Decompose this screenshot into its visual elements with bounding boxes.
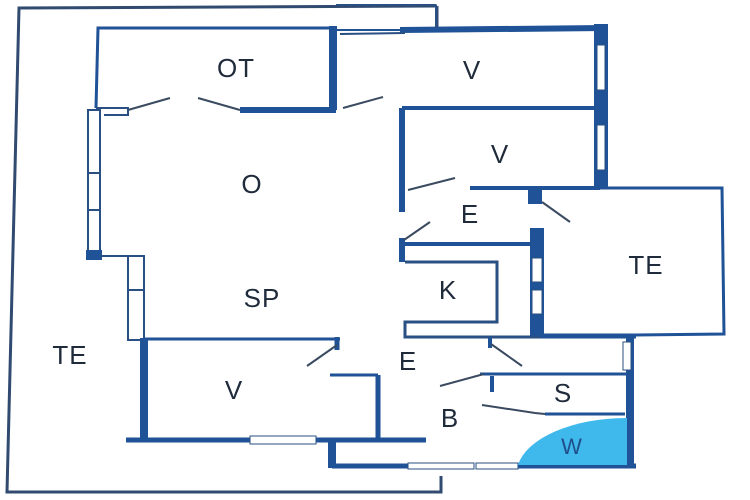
window-right-v — [594, 24, 608, 188]
room-label-k: K — [438, 275, 458, 305]
room-v-bottom-left-walls — [126, 337, 426, 445]
wardrobe-shape — [518, 417, 627, 465]
room-label-te-right: TE — [628, 250, 664, 280]
room-s-walls — [480, 333, 636, 468]
room-k-walls — [403, 260, 540, 339]
room-label-e-lower: E — [398, 346, 418, 376]
room-label-w: W — [561, 434, 583, 459]
room-label-te-left: TE — [52, 340, 88, 370]
room-ot-walls — [94, 26, 337, 113]
room-label-s: S — [553, 378, 573, 408]
door-swing — [342, 96, 384, 109]
room-e-upper-walls — [399, 238, 530, 262]
door-swing — [439, 343, 546, 415]
top-sill — [336, 4, 437, 35]
window-left-lower — [127, 255, 145, 341]
door-swing — [541, 201, 571, 223]
room-label-sp: SP — [243, 283, 281, 313]
door-swing — [407, 177, 456, 191]
window-left-upper — [86, 107, 145, 262]
room-label-v-bottom-left: V — [224, 375, 244, 405]
room-v-top-right-walls — [336, 25, 606, 110]
room-label-v-top-right: V — [462, 55, 482, 85]
room-label-o: O — [241, 169, 263, 199]
door-swing — [403, 221, 431, 241]
room-label-ot: OT — [216, 53, 256, 83]
door-swing — [127, 97, 241, 111]
door-swing — [306, 344, 338, 367]
bottom-step-walls — [328, 440, 636, 470]
room-te-right-walls — [528, 186, 726, 338]
room-label-b: B — [440, 403, 460, 433]
room-label-v-middle-right: V — [490, 139, 510, 169]
room-label-e-upper: E — [460, 199, 480, 229]
